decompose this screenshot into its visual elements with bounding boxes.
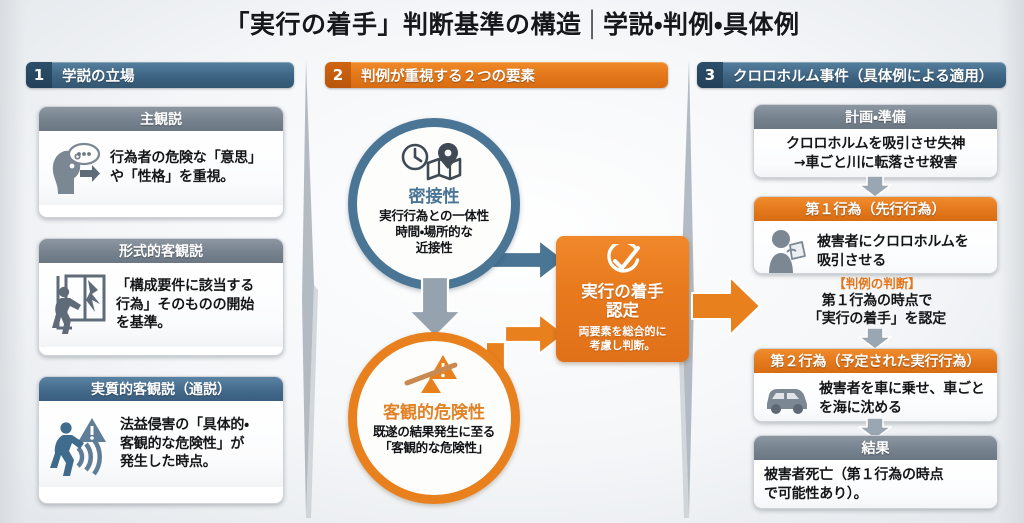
card-header-formal-objective-theory: 形式的客観説 [39, 239, 283, 263]
page-title-left: 「実行の着手」判断基準の構造 [224, 10, 582, 39]
card-text-plan-preparation: クロロホルムを吸引させ失神 →車ごと川に転落させ殺害 [785, 136, 966, 171]
card-header-first-act: 第１行為（先行行為） [754, 197, 997, 221]
precedent-judgment-label: 【判例の判断】 [833, 276, 921, 291]
card-body-plan-preparation: クロロホルムを吸引させ失神 →車ごと川に転落させ殺害 [754, 129, 997, 177]
precedent-judgment-text: 第１行為の時点で 「実行の着手」を認定 [808, 293, 946, 328]
card-text-substantive-objective-theory: 法益侵害の「具体的・ 客観的な危険性」が 発生した時点。 [120, 416, 249, 471]
card-body-outcome: 被害者死亡（第１行為の時点 で可能性あり）。 [754, 460, 997, 508]
running-person-warning-icon [48, 408, 112, 480]
page-title-right: 学説・判例・具体例 [603, 10, 800, 39]
result-box-commencement-recognized[interactable]: 実行の着手 認定 両要素を総合的に 考慮し判断。 [556, 236, 689, 362]
card-text-outcome: 被害者死亡（第１行為の時点 で可能性あり）。 [764, 467, 944, 502]
page-title-divider: │ [584, 10, 601, 39]
card-plan-preparation[interactable]: 計画・準備 クロロホルムを吸引させ失神 →車ごと川に転落させ殺害 [753, 104, 998, 178]
card-outcome[interactable]: 結果 被害者死亡（第１行為の時点 で可能性あり）。 [753, 435, 998, 509]
section-number-3: 3 [697, 62, 723, 88]
card-second-act[interactable]: 第２行為（予定された実行行為） 被害者を車に乗せ、車ごと を海に沈める [753, 348, 998, 422]
person-inhaling-cloth-icon [763, 228, 809, 273]
section-label-2: 判例が重視する２つの要素 [361, 68, 535, 85]
card-first-act[interactable]: 第１行為（先行行為） 被害者にクロロホルムを 吸引させる [753, 196, 998, 274]
arrow-act1-to-act2 [858, 327, 892, 350]
card-text-first-act: 被害者にクロロホルムを 吸引させる [817, 234, 969, 269]
card-text-second-act: 被害者を車に乗せ、車ごと を海に沈める [819, 381, 985, 416]
card-text-subjective-theory: 行為者の危険な「意思」 や「性格」を重視。 [110, 150, 262, 185]
head-thought-bubble-icon [48, 138, 102, 198]
arrow-blue-circle-to-orange-circle [405, 275, 465, 339]
arrow-plan-to-act1 [858, 175, 892, 198]
card-body-substantive-objective-theory: 法益侵害の「具体的・ 客観的な危険性」が 発生した時点。 [39, 401, 283, 487]
circle-title-objective-danger: 客観的危険性 [383, 403, 485, 423]
card-formal-objective-theory[interactable]: 形式的客観説 「構成要件に該当する 行為」そのものの開始 を基準。 [38, 238, 284, 356]
card-substantive-objective-theory[interactable]: 実質的客観説（通説） 法益侵害の「具体的・ 客観的な危険性」が 発生した時点。 [38, 376, 284, 504]
check-circle-icon [603, 244, 643, 280]
result-subtitle: 両要素を総合的に 考慮し判断。 [578, 324, 667, 352]
column-separator-1 [292, 60, 332, 518]
card-header-outcome: 結果 [754, 436, 997, 460]
section-number-2: 2 [325, 62, 351, 88]
arrow-act2-to-result [858, 417, 892, 440]
circle-proximity[interactable]: 密接性 実行行為との一体性 時間・場所的な 近接性 [348, 118, 520, 290]
section-header-1: 1 学説の立場 [26, 62, 294, 88]
unbalanced-scale-warning-icon [397, 353, 471, 397]
section-label-3: クロロホルム事件（具体例による適用） [733, 68, 994, 85]
person-breaking-window-icon [48, 270, 108, 340]
section-number-1: 1 [26, 62, 52, 88]
circle-body-objective-danger: 既遂の結果発生に至る 「客観的な危険性」 [372, 424, 495, 455]
section-header-2: 2 判例が重視する２つの要素 [325, 62, 668, 88]
page-title: 「実行の着手」判断基準の構造│学説・判例・具体例 [0, 5, 1024, 41]
card-header-second-act: 第２行為（予定された実行行為） [754, 349, 997, 373]
precedent-judgment-note: 【判例の判断】 第１行為の時点で 「実行の着手」を認定 [758, 276, 996, 328]
circle-objective-danger[interactable]: 客観的危険性 既遂の結果発生に至る 「客観的な危険性」 [348, 332, 520, 504]
card-text-formal-objective-theory: 「構成要件に該当する 行為」そのものの開始 を基準。 [116, 277, 254, 332]
clock-map-pin-icon [398, 141, 470, 181]
section-label-1: 学説の立場 [62, 68, 135, 85]
circle-title-proximity: 密接性 [408, 187, 460, 207]
section-header-3: 3 クロロホルム事件（具体例による適用） [697, 62, 1006, 88]
circle-body-proximity: 実行行為との一体性 時間・場所的な 近接性 [379, 208, 489, 255]
card-header-plan-preparation: 計画・準備 [754, 105, 997, 129]
card-subjective-theory[interactable]: 主観説 行為者の危険な「意思」 や「性格」を重視。 [38, 106, 284, 218]
card-body-subjective-theory: 行為者の危険な「意思」 や「性格」を重視。 [39, 131, 283, 205]
left-vignette [0, 0, 26, 523]
card-header-substantive-objective-theory: 実質的客観説（通説） [39, 377, 283, 401]
car-icon [763, 382, 811, 416]
card-header-subjective-theory: 主観説 [39, 107, 283, 131]
card-body-second-act: 被害者を車に乗せ、車ごと を海に沈める [754, 373, 997, 421]
card-body-formal-objective-theory: 「構成要件に該当する 行為」そのものの開始 を基準。 [39, 263, 283, 347]
result-title: 実行の着手 認定 [581, 282, 664, 320]
arrow-precedent-judgment [690, 275, 762, 337]
card-body-first-act: 被害者にクロロホルムを 吸引させる [754, 221, 997, 273]
